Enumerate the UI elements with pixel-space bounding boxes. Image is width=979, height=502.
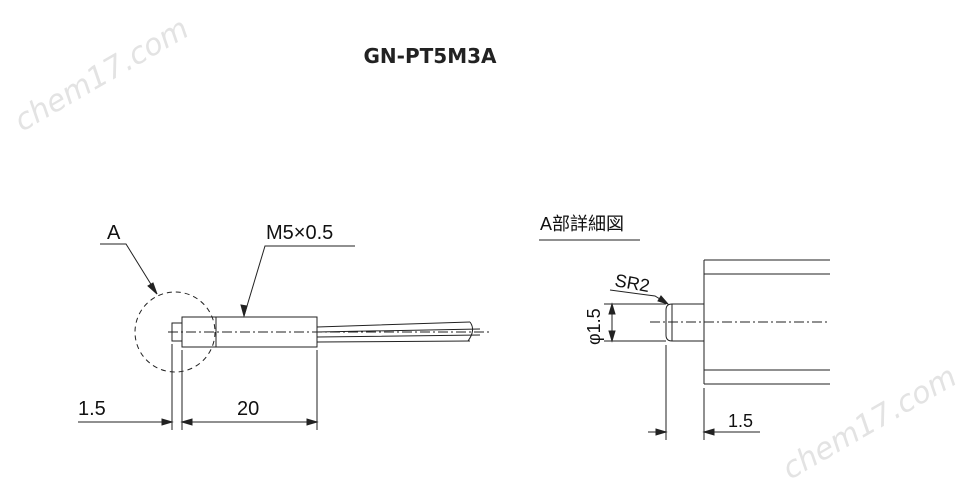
detail-dim-tip-value: 1.5 <box>728 411 753 431</box>
leader-radius-arrow <box>657 295 670 305</box>
dim-body-value: 20 <box>237 398 259 420</box>
phi-arrow-top <box>608 302 616 315</box>
main-view <box>78 243 490 430</box>
watermark-bottom: chem17.com <box>777 359 963 487</box>
phi-arrow-bottom <box>608 330 616 343</box>
label-diameter: φ1.5 <box>584 308 604 345</box>
leader-a-arrow <box>147 282 158 295</box>
label-thread: M5×0.5 <box>266 222 333 244</box>
label-radius: SR2 <box>613 270 651 296</box>
detail-dim-arrow-right <box>702 428 715 436</box>
leader-thread <box>243 245 355 317</box>
wire-break <box>467 321 474 342</box>
detail-view <box>539 239 830 440</box>
detail-tip <box>665 303 704 342</box>
lead-wires <box>316 321 481 343</box>
detail-circle <box>134 291 216 373</box>
leader-a <box>100 243 158 295</box>
detail-dim-arrow-left <box>655 428 668 436</box>
label-a: A <box>107 222 121 244</box>
leader-thread-arrow <box>240 304 248 318</box>
dim-arrow-body <box>306 418 319 426</box>
dim-tip-value: 1.5 <box>78 398 106 420</box>
drawing-title: GN-PT5M3A <box>363 44 497 68</box>
dim-arrow-tip <box>161 418 174 426</box>
detail-heading: A部詳細図 <box>540 214 624 234</box>
watermark-top: chem17.com <box>9 11 195 139</box>
